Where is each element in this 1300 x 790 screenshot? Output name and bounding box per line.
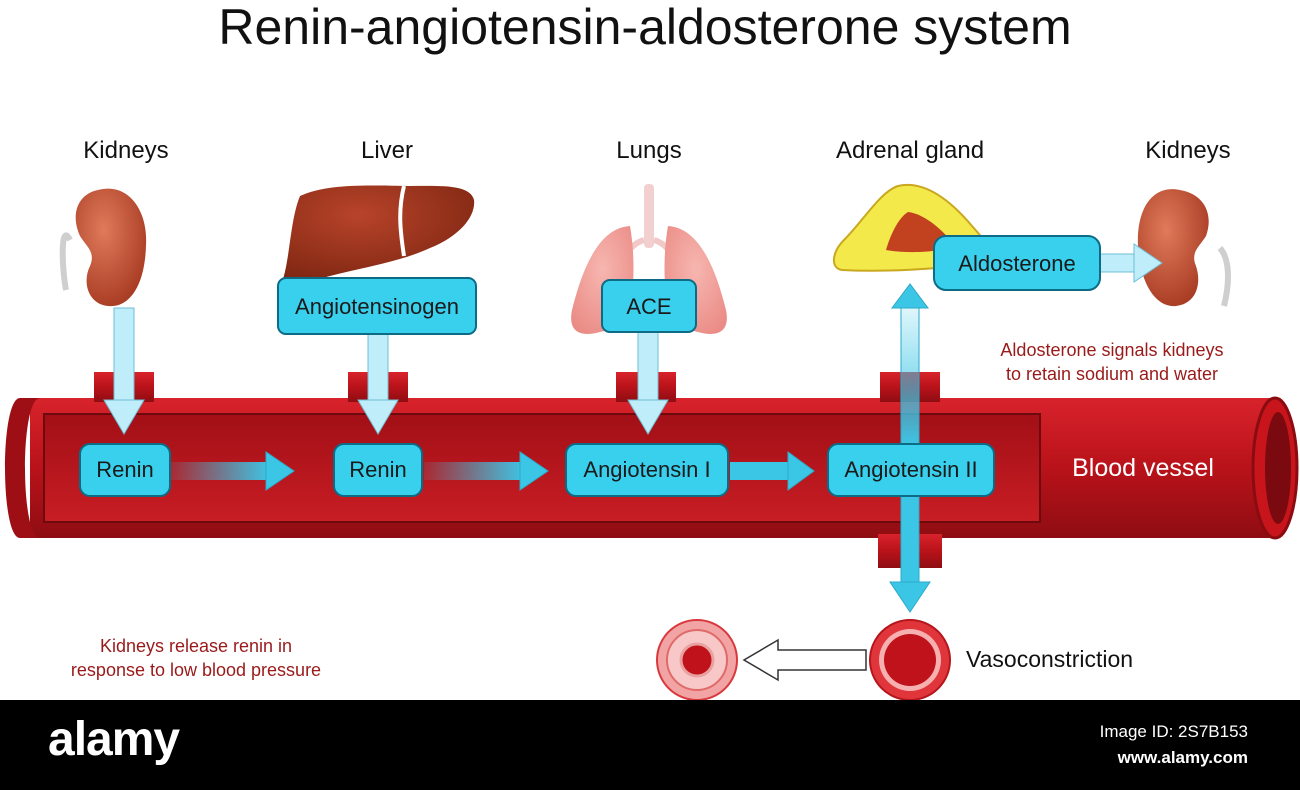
note-kidney-line-2: response to low blood pressure xyxy=(71,660,321,680)
organ-label-kidneys-right: Kidneys xyxy=(1145,137,1230,164)
kidney-right-icon xyxy=(1137,189,1231,307)
arrow-angiotensin-ii-to-vasoconstriction xyxy=(889,491,931,613)
box-angiotensin-i: Angiotensin I xyxy=(565,443,729,497)
footer-site: www.alamy.com xyxy=(1117,748,1248,767)
arrow-kidney-to-renin xyxy=(103,307,145,435)
organ-label-adrenal-gland: Adrenal gland xyxy=(836,137,984,164)
box-label-renin-2: Renin xyxy=(349,457,406,482)
arrow-vasoconstriction-outline xyxy=(742,638,867,682)
box-label-angiotensin-i: Angiotensin I xyxy=(583,457,710,482)
box-angiotensinogen: Angiotensinogen xyxy=(277,277,477,335)
box-ace: ACE xyxy=(601,279,697,333)
vasoconstriction-label: Vasoconstriction xyxy=(966,646,1133,672)
box-aldosterone: Aldosterone xyxy=(933,235,1101,291)
box-label-angiotensinogen: Angiotensinogen xyxy=(295,294,459,319)
watermark-footer: alamy Image ID: 2S7B153 www.alamy.com xyxy=(0,700,1300,790)
box-label-ace: ACE xyxy=(626,294,671,319)
footer-brand: alamy xyxy=(48,713,180,766)
box-label-renin-1: Renin xyxy=(96,457,153,482)
footer-image-id: Image ID: 2S7B153 xyxy=(1099,722,1248,741)
arrow-ace-to-angiotensin-i xyxy=(627,331,669,435)
organ-label-liver: Liver xyxy=(361,137,413,164)
note-kidney-line-1: Kidneys release renin in xyxy=(100,636,292,656)
note-aldosterone-line-2: to retain sodium and water xyxy=(1006,364,1218,384)
blood-vessel-label: Blood vessel xyxy=(1072,454,1214,482)
arrow-angiotensin-i-to-ii xyxy=(730,451,815,491)
arrow-angiotensinogen-to-renin xyxy=(357,333,399,435)
vessel-cross-section-constricted xyxy=(869,619,951,700)
organ-label-lungs: Lungs xyxy=(616,137,681,164)
box-renin-2: Renin xyxy=(333,443,423,497)
liver-icon xyxy=(282,185,475,284)
vessel-cross-section-narrowed xyxy=(656,619,738,700)
box-angiotensin-ii: Angiotensin II xyxy=(827,443,995,497)
box-label-aldosterone: Aldosterone xyxy=(958,251,1075,276)
page-title: Renin-angiotensin-aldosterone system xyxy=(218,0,1071,55)
box-label-angiotensin-ii: Angiotensin II xyxy=(844,457,977,482)
arrow-angiotensin-ii-to-adrenal xyxy=(891,283,929,447)
arrow-renin-to-renin xyxy=(170,451,295,491)
blood-vessel xyxy=(5,372,1299,568)
organ-label-kidneys-left: Kidneys xyxy=(83,137,168,164)
kidney-left-icon xyxy=(59,188,147,307)
note-aldosterone-line-1: Aldosterone signals kidneys xyxy=(1000,340,1223,360)
raas-diagram: Renin-angiotensin-aldosterone system Kid… xyxy=(5,0,1299,700)
box-renin-1: Renin xyxy=(79,443,171,497)
arrow-renin-to-angiotensin-i xyxy=(424,451,549,491)
